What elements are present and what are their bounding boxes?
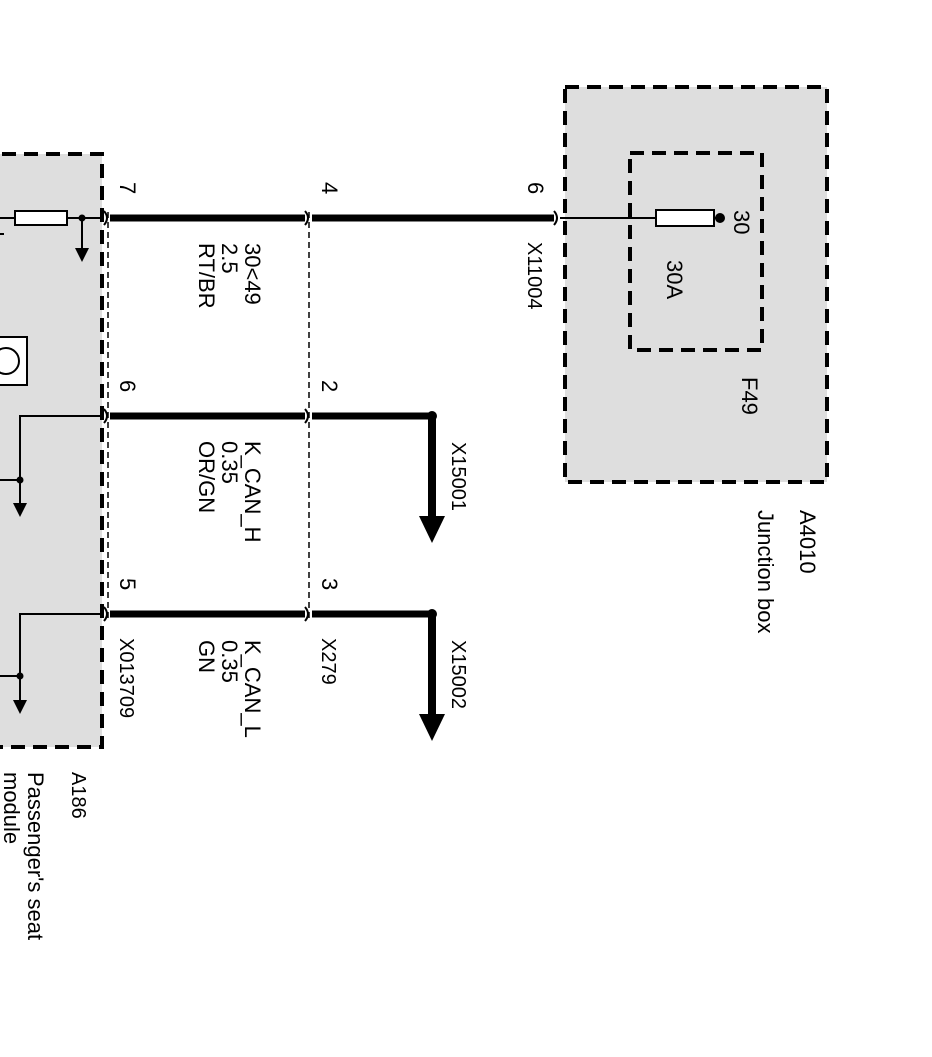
continuation-x15001: X15001 (447, 442, 469, 511)
splice-pin-3: 3 (317, 578, 342, 590)
splice-pin-2: 2 (317, 380, 342, 392)
fuse-icon (655, 209, 715, 227)
ground-arrow-icon (13, 700, 27, 714)
continuation-x15002: X15002 (447, 640, 469, 709)
seat-module-outline (0, 152, 104, 749)
pin-notch (103, 606, 108, 622)
seat-pin-5: 5 (115, 578, 140, 590)
seat-connector-label: X013709 (115, 638, 137, 718)
pin-notch (553, 210, 558, 226)
wire-1-gauge: 2.5 (217, 243, 242, 274)
wire-2-signal: K_CAN_H (240, 441, 265, 542)
continuation-arrow-icon (419, 516, 445, 543)
junction-connector-label: X11004 (523, 242, 545, 309)
pin-notch (304, 606, 309, 622)
wire-1-color: RT/BR (194, 243, 219, 309)
pin-notch (103, 408, 108, 424)
fuse-terminal-label: 30 (729, 210, 754, 234)
pin-notch (304, 210, 309, 226)
wire-1-signal: 30<49 (240, 243, 265, 305)
can-l-internal-wire (0, 613, 106, 677)
transceiver-circle (0, 347, 20, 375)
splice-pin-4: 4 (317, 182, 342, 194)
junction-box-outline (563, 85, 829, 484)
continuation-arrow-icon (419, 714, 445, 741)
transceiver-icon (0, 336, 28, 386)
resistor-icon (14, 210, 68, 226)
seat-pin-6: 6 (115, 380, 140, 392)
wire-2-gauge: 0.35 (217, 441, 242, 484)
pin-notch (304, 408, 309, 424)
wire-2-color: OR/GN (194, 441, 219, 513)
can-h-internal-wire (0, 415, 106, 481)
seat-module-id: A186 (67, 772, 89, 819)
seat-module-name-line1: Passenger's seat (23, 772, 48, 940)
fuse-terminal-dot (715, 213, 725, 223)
pin-notch (103, 210, 108, 226)
junction-box-name: Junction box (753, 510, 778, 634)
junction-box-id: A4010 (795, 510, 820, 574)
wire-3-signal: K_CAN_L (240, 640, 265, 738)
seat-module-name-line2: module (0, 772, 24, 844)
junction-pin-label: 6 (523, 182, 548, 194)
wire-3-color: GN (194, 640, 219, 673)
wire-3-gauge: 0.35 (217, 640, 242, 683)
splice-connector-label: X279 (317, 638, 339, 685)
fuse-id-label: F49 (737, 377, 762, 415)
ground-arrow-icon (75, 248, 89, 262)
fuse-f49-outline (628, 151, 764, 352)
ground-arrow-icon (13, 503, 27, 517)
fuse-rating-label: 30A (662, 260, 687, 299)
seat-pin-7: 7 (115, 182, 140, 194)
